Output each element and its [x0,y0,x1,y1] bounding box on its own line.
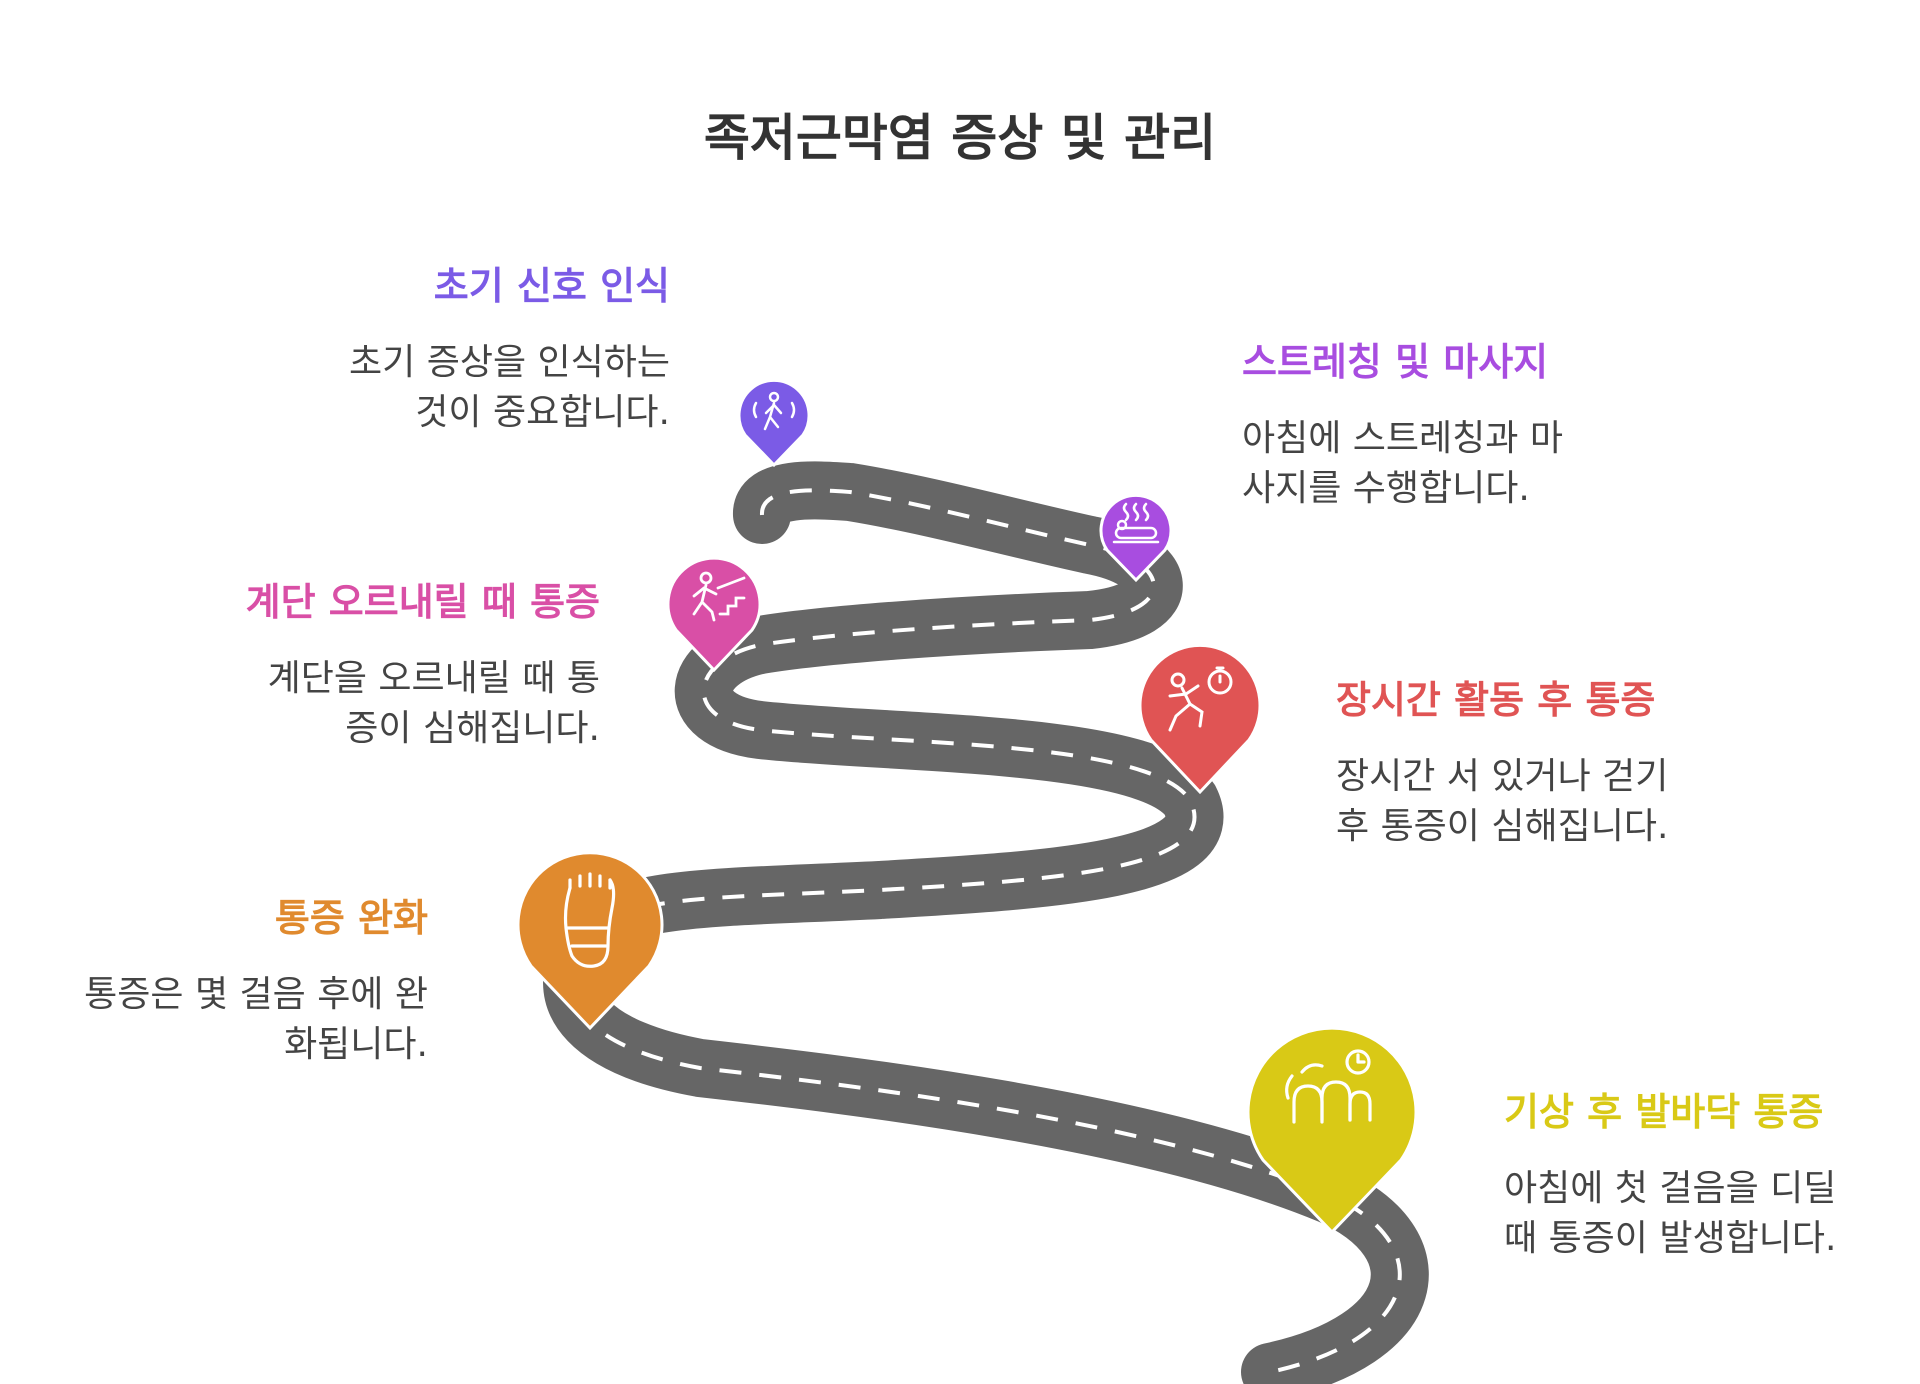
foot-icon [563,872,616,968]
marker-pin-3[interactable] [666,556,762,673]
step-stretching-massage: 스트레칭 및 마사지 아침에 스트레칭과 마 사지를 수행합니다. [1242,338,1762,514]
step-description: 장시간 서 있거나 걷기 후 통증이 심해집니다. [1336,756,1669,847]
marker-pin-6[interactable] [1246,1026,1418,1235]
step-description: 계단을 오르내릴 때 통 증이 심해집니다. [267,658,600,749]
running-timer-icon [1168,666,1233,732]
step-heading: 초기 신호 인식 [433,264,670,308]
walking-person-icon [752,391,796,431]
step-description: 아침에 첫 걸음을 디딜 때 통증이 발생합니다. [1504,1168,1837,1259]
step-long-activity-pain: 장시간 활동 후 통증 장시간 서 있거나 걷기 후 통증이 심해집니다. [1336,676,1896,852]
step-heading: 기상 후 발바닥 통증 [1504,1090,1824,1134]
page-title: 족저근막염 증상 및 관리 [703,109,1217,167]
step-description: 통증은 몇 걸음 후에 완 화됩니다. [84,974,428,1065]
pin-shape [666,556,762,673]
step-stairs-pain: 계단 오르내릴 때 통증 계단을 오르내릴 때 통 증이 심해집니다. [40,578,600,754]
marker-pin-5[interactable] [516,851,664,1031]
step-heading: 계단 오르내릴 때 통증 [245,580,600,624]
toes-clock-icon [1285,1049,1372,1124]
step-morning-heel-pain: 기상 후 발바닥 통증 아침에 첫 걸음을 디딜 때 통증이 발생합니다. [1504,1088,1904,1264]
step-description: 아침에 스트레칭과 마 사지를 수행합니다. [1242,418,1563,509]
step-pain-relief: 통증 완화 통증은 몇 걸음 후에 완 화됩니다. [8,894,428,1070]
pin-shape [516,851,664,1031]
step-initial-signs: 초기 신호 인식 초기 증상을 인식하는 것이 중요합니다. [150,262,670,438]
step-description: 초기 증상을 인식하는 것이 중요합니다. [349,342,670,433]
step-heading: 통증 완화 [274,896,428,940]
marker-pin-4[interactable] [1138,643,1262,795]
marker-pin-2[interactable] [1099,493,1173,583]
marker-pin-1[interactable] [737,378,811,468]
massage-icon [1112,502,1160,544]
pin-shape [1246,1026,1418,1235]
step-heading: 스트레칭 및 마사지 [1242,340,1549,384]
step-heading: 장시간 활동 후 통증 [1336,678,1656,722]
stairs-climbing-icon [692,571,746,622]
